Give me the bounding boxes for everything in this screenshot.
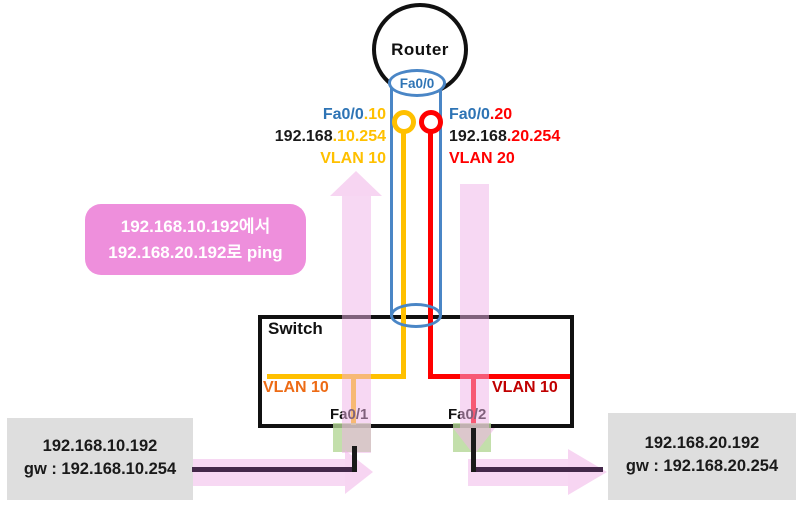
switch-right-vlan-label: VLAN 10 xyxy=(492,379,558,396)
vlan20-lollipop-icon xyxy=(419,110,443,134)
port-fa01-cable-stub xyxy=(352,446,357,472)
ping-path-up-band xyxy=(342,196,371,453)
switch-left-vlan-label: VLAN 10 xyxy=(263,379,329,396)
trunk-interface-label: Fa0/0 xyxy=(399,75,435,91)
subinterface-vlan10-name: Fa0/0.10 xyxy=(322,106,386,123)
host-left-box: 192.168.10.192 gw : 192.168.10.254 xyxy=(7,418,193,500)
switch-label: Switch xyxy=(268,319,323,338)
subinterface-vlan20-ip: 192.168.20.254 xyxy=(449,128,561,145)
vlan10-switch-wire xyxy=(267,374,405,379)
vlan10-lollipop-icon xyxy=(392,110,416,134)
subinterface-vlan20-vlan: VLAN 20 xyxy=(449,150,515,167)
host-right-gateway: gw : 192.168.20.254 xyxy=(625,457,779,475)
vlan20-switch-wire xyxy=(428,374,570,379)
host-left-gateway: gw : 192.168.10.254 xyxy=(23,460,177,478)
subinterface-vlan10-vlan: VLAN 10 xyxy=(320,150,386,167)
router-label: Router xyxy=(391,39,449,59)
ping-path-down-band xyxy=(460,184,489,428)
trunk-cylinder xyxy=(390,83,442,315)
subinterface-vlan10-label: Fa0/0.10 192.168.10.254 VLAN 10 xyxy=(186,104,386,170)
ping-callout-line1: 192.168.10.192에서 xyxy=(120,216,271,236)
subinterface-vlan20-label: Fa0/0.20 192.168.20.254 VLAN 20 xyxy=(449,104,649,170)
ping-callout: 192.168.10.192에서 192.168.20.192로 ping xyxy=(85,204,306,275)
vlan20-trunk-wire xyxy=(428,132,433,379)
trunk-cylinder-bottom-ellipse xyxy=(390,303,442,328)
subinterface-vlan10-ip: 192.168.10.254 xyxy=(274,128,386,145)
ping-path-left-arrowhead-icon xyxy=(345,450,373,494)
host-left-cable xyxy=(192,467,356,472)
vlan10-trunk-wire xyxy=(401,132,406,379)
port-fa02-cable-stub xyxy=(471,428,476,472)
subinterface-vlan20-name: Fa0/0.20 xyxy=(449,106,513,123)
ping-path-right-arrowhead-icon xyxy=(568,449,607,495)
host-left-ip: 192.168.10.192 xyxy=(42,437,158,455)
ping-path-up-arrowhead-icon xyxy=(330,171,382,196)
trunk-interface-badge: Fa0/0 xyxy=(388,69,446,97)
host-right-box: 192.168.20.192 gw : 192.168.20.254 xyxy=(608,413,796,500)
host-right-cable xyxy=(471,467,603,472)
ping-path-right-band xyxy=(468,459,568,486)
ping-path-left-band xyxy=(193,459,345,486)
ping-callout-line2: 192.168.20.192로 ping xyxy=(108,242,283,262)
host-right-ip: 192.168.20.192 xyxy=(644,434,760,452)
